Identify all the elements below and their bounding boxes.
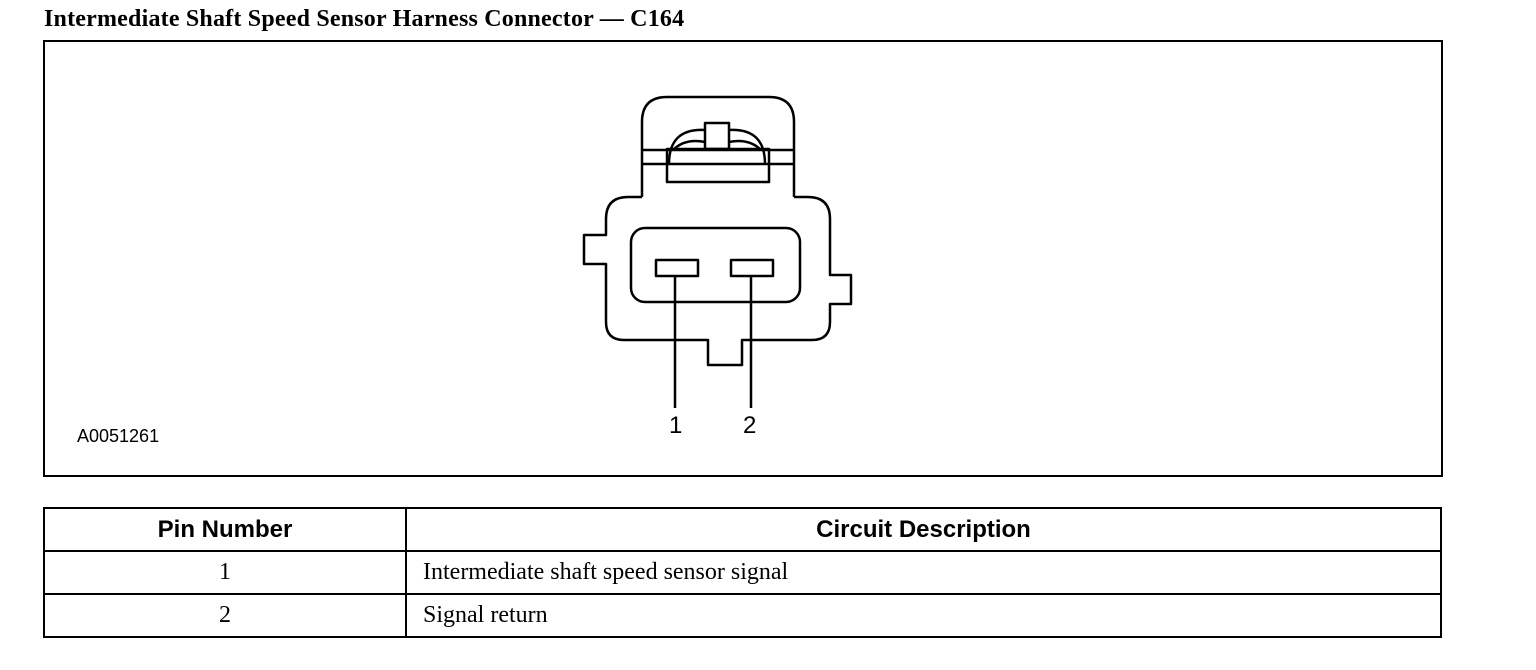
connector-body xyxy=(582,195,853,367)
latch-lobe-left xyxy=(672,139,706,151)
pin-2-terminal xyxy=(729,258,775,278)
column-header-circuit-description: Circuit Description xyxy=(405,507,1442,552)
table-row: 1 Intermediate shaft speed sensor signal xyxy=(43,550,1442,595)
pin-label-1: 1 xyxy=(669,412,683,439)
latch-tab xyxy=(665,147,771,184)
connector-figure: A0051261 1 2 xyxy=(43,40,1443,477)
figure-id: A0051261 xyxy=(77,426,160,446)
pin-table: Pin Number Circuit Description 1 Interme… xyxy=(43,507,1442,638)
circuit-description-cell: Signal return xyxy=(405,593,1442,638)
pin-1-terminal xyxy=(654,258,700,278)
pin-number-cell: 1 xyxy=(43,550,407,595)
table-row: 2 Signal return xyxy=(43,593,1442,638)
latch-lobe-left xyxy=(667,128,706,165)
pin-label-2: 2 xyxy=(743,412,757,439)
latch-lobe-right xyxy=(728,139,762,151)
terminal-cavity xyxy=(629,226,802,304)
latch-lobe-right xyxy=(728,128,767,165)
pin-number-cell: 2 xyxy=(43,593,407,638)
connector-diagram xyxy=(582,95,853,408)
latch-housing xyxy=(640,95,796,197)
latch-center xyxy=(703,121,731,151)
circuit-description-cell: Intermediate shaft speed sensor signal xyxy=(405,550,1442,595)
table-header-row: Pin Number Circuit Description xyxy=(43,507,1442,552)
page-title: Intermediate Shaft Speed Sensor Harness … xyxy=(44,6,685,32)
column-header-pin-number: Pin Number xyxy=(43,507,407,552)
